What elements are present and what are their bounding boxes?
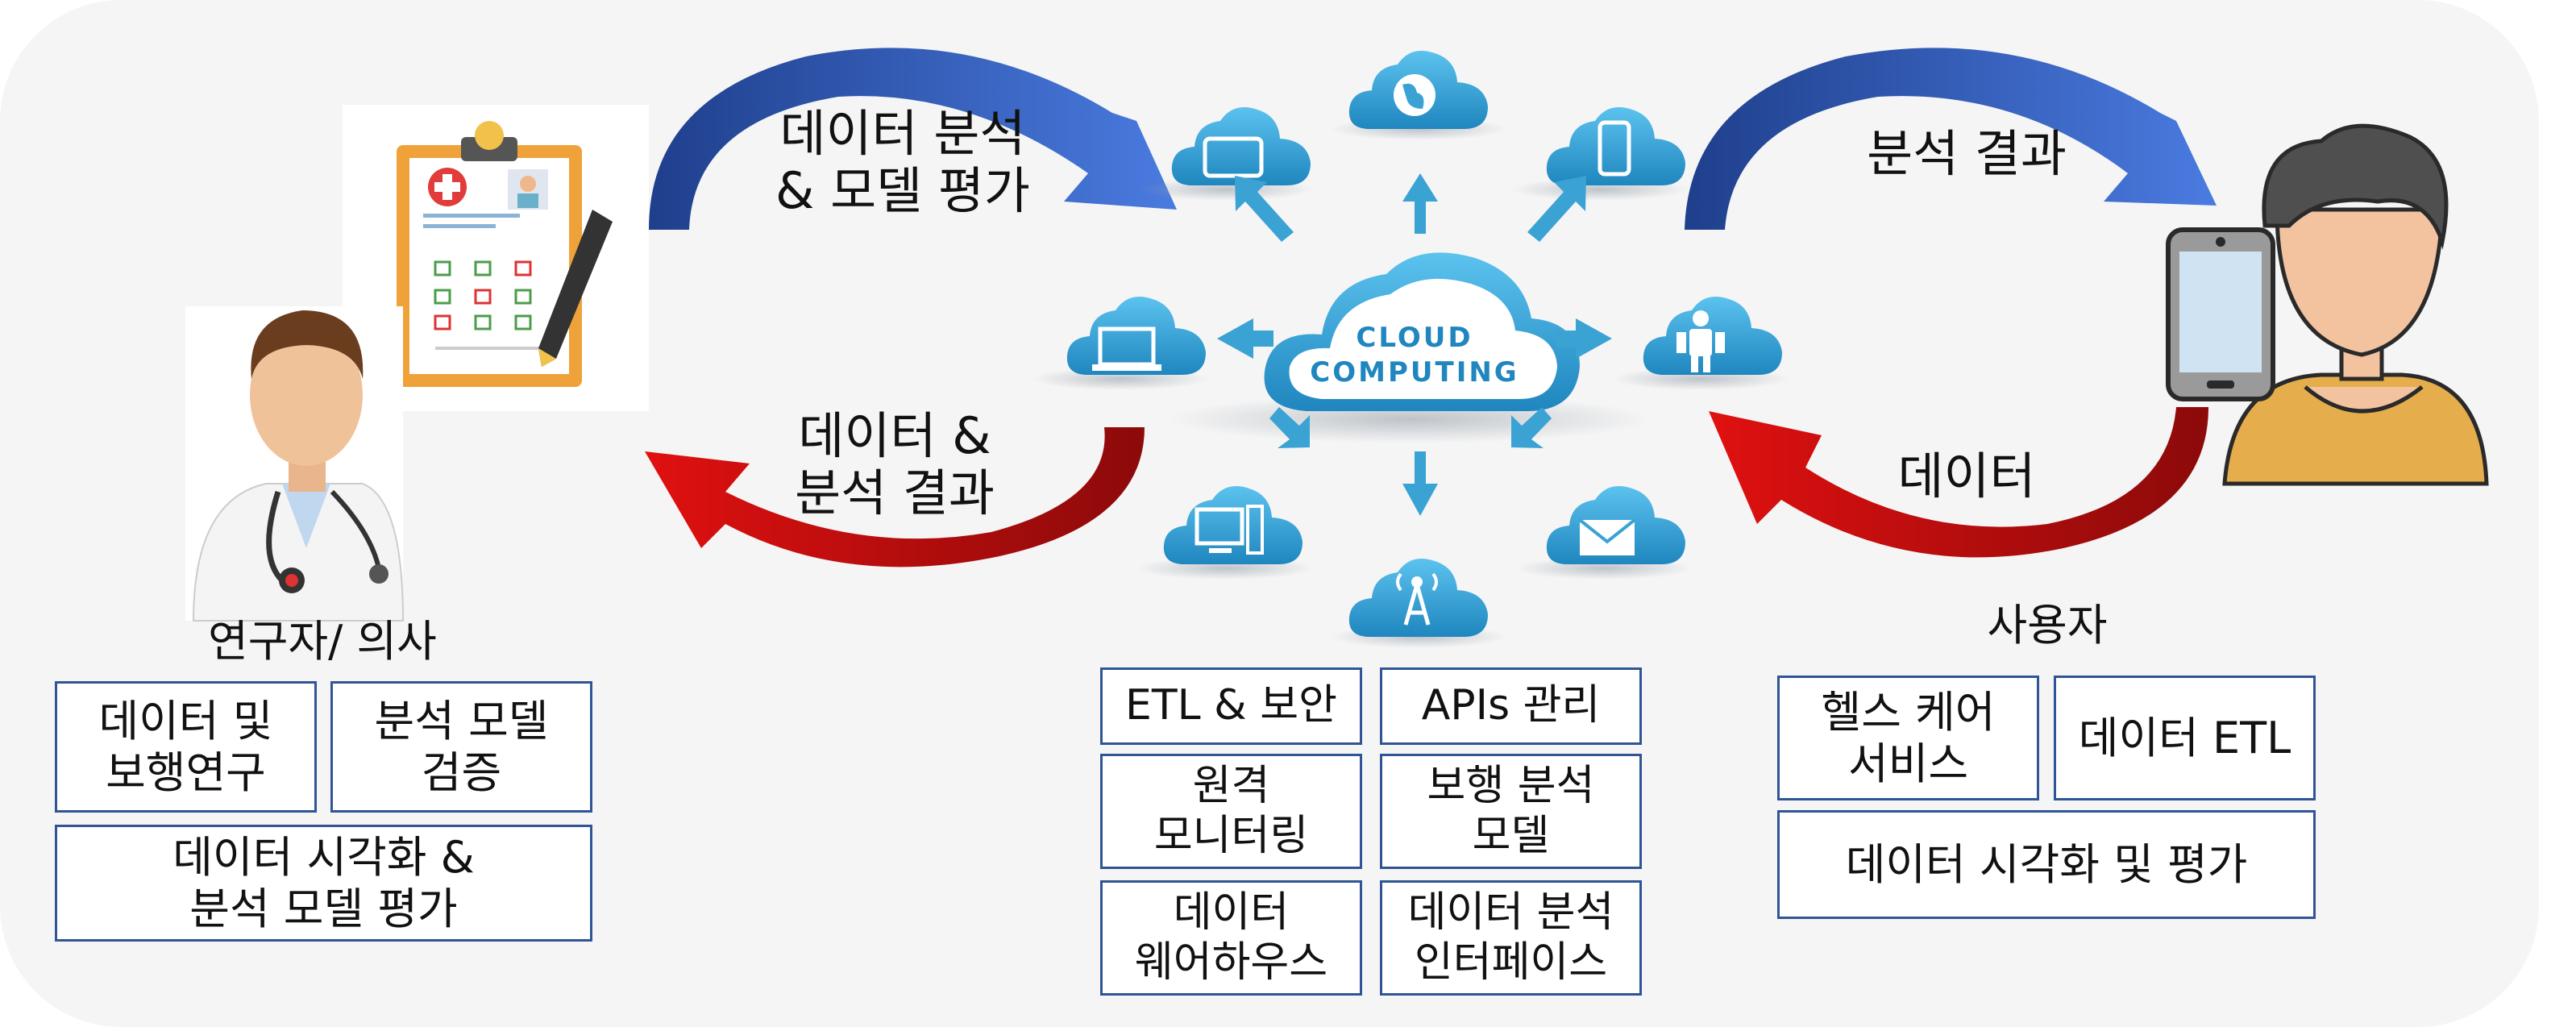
arrow-researcher-to-cloud [649, 48, 1177, 230]
service-box-analysis-interface: 데이터 분석 인터페이스 [1380, 880, 1642, 996]
cloud-computing-label: CLOUD COMPUTING [1302, 321, 1527, 389]
cloud-line-2: COMPUTING [1310, 356, 1519, 389]
service-box-etl-security: ETL & 보안 [1100, 667, 1362, 745]
service-box-remote-monitoring: 원격 모니터링 [1100, 754, 1362, 869]
arrow-cloud-to-researcher [645, 427, 1145, 568]
flow-label-data: 데이터 [1897, 447, 2036, 505]
researcher-title: 연구자/ 의사 [208, 616, 437, 667]
researcher-box-visualization-evaluation: 데이터 시각화 & 분석 모델 평가 [55, 825, 592, 942]
flow-label-data-results: 데이터 & 분석 결과 [795, 406, 995, 523]
medical-clipboard-icon [397, 121, 613, 387]
flow-label-analysis-results: 분석 결과 [1867, 124, 2067, 183]
service-box-data-warehouse: 데이터 웨어하우스 [1100, 880, 1362, 996]
user-box-healthcare-service: 헬스 케어 서비스 [1777, 676, 2039, 800]
user-title: 사용자 [1987, 600, 2108, 651]
flow-label-analysis-evaluation: 데이터 분석 & 모델 평가 [775, 104, 1030, 221]
user-with-phone-icon [2166, 123, 2489, 486]
cloud-line-1: CLOUD [1356, 322, 1473, 354]
user-box-data-etl: 데이터 ETL [2054, 676, 2316, 800]
user-box-visualization-evaluation: 데이터 시각화 및 평가 [1777, 810, 2316, 919]
radial-arrows [1217, 173, 1612, 516]
doctor-icon [192, 310, 405, 622]
cloud-computing-icon [1264, 252, 1580, 411]
arrow-user-to-cloud [1709, 407, 2208, 558]
service-box-api-management: APIs 관리 [1380, 667, 1642, 745]
researcher-box-data-gait-research: 데이터 및 보행연구 [55, 681, 317, 813]
researcher-box-model-validation: 분석 모델 검증 [330, 681, 592, 813]
service-box-gait-analysis-model: 보행 분석 모델 [1380, 754, 1642, 869]
arrow-cloud-to-user [1685, 48, 2217, 230]
